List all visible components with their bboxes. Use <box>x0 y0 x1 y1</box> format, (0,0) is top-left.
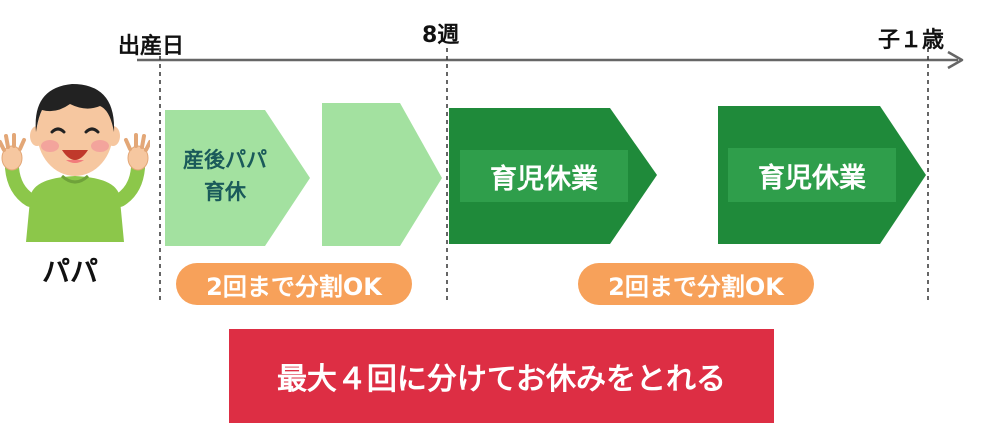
paternity-leave-block-2 <box>322 103 442 246</box>
person-label: パパ <box>42 255 99 288</box>
timeline-start-label: 出産日 <box>118 34 185 59</box>
summary-banner: 最大４回に分けてお休みをとれる <box>229 329 774 423</box>
timeline-end-label: 子１歳 <box>878 28 945 53</box>
childcare-leave-label-1: 育児休業 <box>490 163 598 195</box>
timeline-mid-label: 8週 <box>422 23 460 48</box>
paternity-leave-line2: 育休 <box>204 180 246 204</box>
dad-illustration-icon <box>0 84 150 242</box>
childcare-leave-label-2: 育児休業 <box>758 162 866 194</box>
split-ok-pill-left: 2回まで分割OK <box>176 263 412 305</box>
paternity-leave-line1: 産後パパ <box>183 148 267 172</box>
paternity-leave-label: 産後パパ 育休 <box>165 140 285 212</box>
paternity-leave-block-1 <box>165 110 310 246</box>
timeline-arrowhead <box>947 50 964 70</box>
split-ok-pill-right: 2回まで分割OK <box>578 263 814 305</box>
